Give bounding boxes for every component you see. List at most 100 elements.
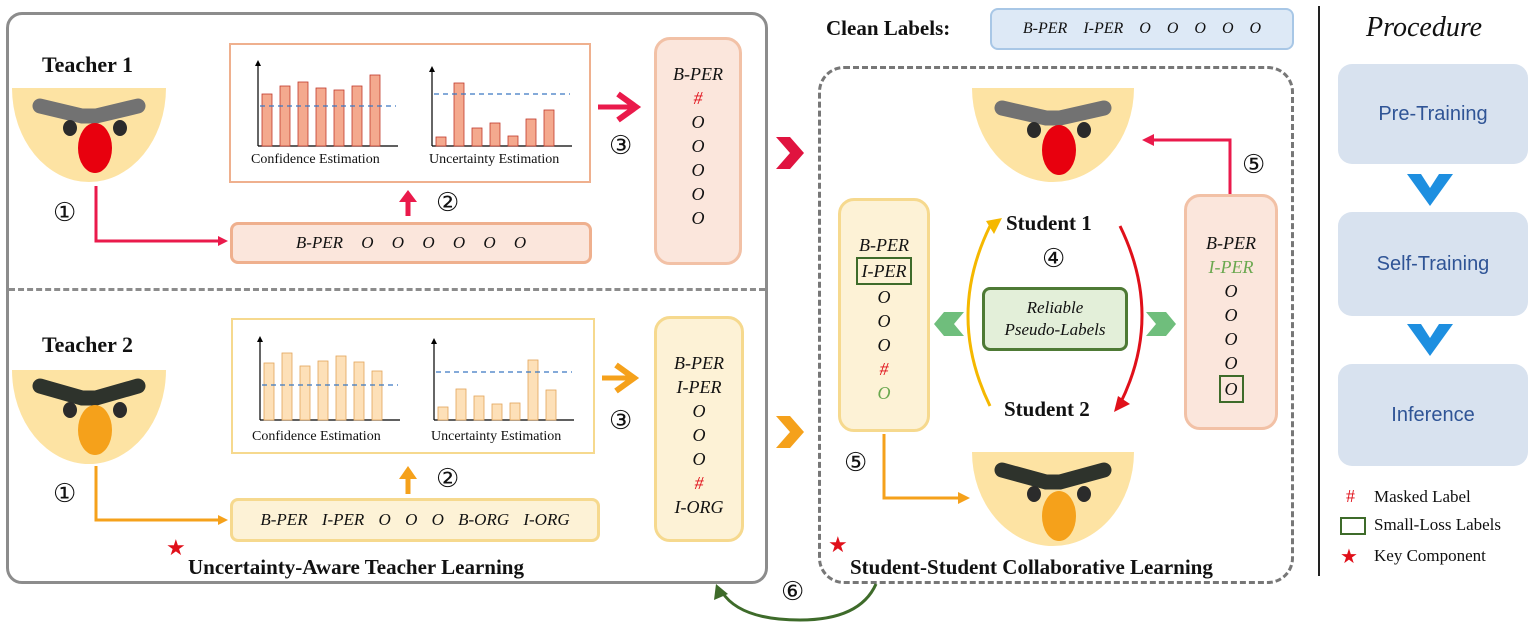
teacher1-confidence-caption: Confidence Estimation [251, 152, 380, 167]
teacher2-input-sequence: B-PER I-PER O O O B-ORG I-ORG [230, 498, 600, 542]
label-item: B-PER [673, 64, 723, 84]
label-item: I-PER [1208, 257, 1254, 277]
student2-label: Student 2 [1004, 397, 1090, 421]
masked-label-item: # [693, 88, 703, 108]
small-loss-legend-icon [1340, 517, 1366, 535]
student-learning-panel [818, 66, 1294, 584]
key-component-star-icon: ★ [166, 536, 186, 561]
bar [473, 395, 485, 421]
reliable-pseudo-labels-box: Reliable Pseudo-Labels [982, 287, 1128, 351]
bar [435, 136, 447, 147]
label-item: I-PER [676, 377, 722, 397]
reliable-line2: Pseudo-Labels [1004, 320, 1106, 339]
label-item: O [692, 425, 706, 445]
label-item: O [1224, 281, 1238, 301]
student1-label: Student 1 [1006, 211, 1092, 235]
step-4-marker: ④ [1042, 244, 1066, 274]
step-1-marker: ① [53, 479, 77, 509]
label-item: I-ORG [674, 497, 724, 517]
label-item: O [691, 184, 705, 204]
bar [489, 122, 501, 147]
masked-label-legend-icon: # [1346, 486, 1355, 506]
teacher2-confidence-chart [257, 336, 400, 421]
step-6-marker: ⑥ [779, 577, 807, 607]
label-item: O [877, 335, 891, 355]
label-item: B-PER [859, 235, 909, 255]
procedure-heading: Procedure [1366, 12, 1483, 43]
step-1-marker: ① [53, 198, 77, 228]
bar [335, 355, 347, 421]
student-right-labels: B-PER I-PER O O O O O [1184, 194, 1278, 430]
bar [317, 360, 329, 421]
teacher1-label: Teacher 1 [42, 52, 134, 77]
bar [369, 74, 381, 147]
clean-labels-sequence: B-PER I-PER O O O O O [990, 8, 1294, 50]
label-item: O [1224, 305, 1238, 325]
key-component-star-icon: ★ [828, 533, 848, 558]
label-item: O [1224, 329, 1238, 349]
student2-face-icon [972, 452, 1134, 546]
chevron-right-icon [776, 137, 804, 169]
label-item: O [1224, 353, 1238, 373]
bar [261, 93, 273, 147]
bar [299, 365, 311, 421]
step-2-marker: ② [436, 188, 460, 218]
bar [315, 87, 327, 147]
step-5-marker: ⑤ [1242, 150, 1266, 180]
small-loss-label-item: O [1218, 375, 1244, 403]
legend-key-component: Key Component [1374, 546, 1486, 565]
bar [507, 135, 519, 147]
teacher2-arrows [94, 362, 640, 525]
stage-self-training: Self-Training [1338, 212, 1528, 316]
bar [351, 85, 363, 147]
teacher1-arrows [94, 91, 642, 246]
legend-small-loss-labels: Small-Loss Labels [1374, 515, 1502, 534]
label-item: O [877, 311, 891, 331]
bar [281, 352, 293, 421]
teacher1-uncertainty-chart [429, 66, 572, 147]
key-component-legend-icon: ★ [1340, 544, 1358, 568]
bar [371, 370, 383, 421]
bar [297, 81, 309, 147]
bar [333, 89, 345, 147]
bar [453, 82, 465, 147]
teacher1-face-icon [12, 88, 166, 182]
teacher2-uncertainty-chart [431, 338, 574, 421]
bar [509, 402, 521, 421]
teacher2-confidence-caption: Confidence Estimation [252, 429, 381, 444]
bar [543, 109, 555, 147]
label-item: O [877, 287, 891, 307]
masked-label-item: # [879, 359, 889, 379]
bar [437, 406, 449, 421]
bar [353, 361, 365, 421]
student-left-labels: B-PER I-PER O O O # O [838, 198, 930, 432]
masked-label-item: # [694, 473, 704, 493]
bar [527, 359, 539, 421]
label-item: O [691, 136, 705, 156]
bar [471, 127, 483, 147]
teacher1-input-sequence: B-PER O O O O O O [230, 222, 592, 264]
label-item: O [691, 112, 705, 132]
teacher1-output-labels: B-PER # O O O O O [654, 37, 742, 265]
step-2-marker: ② [436, 464, 460, 494]
bar [455, 388, 467, 421]
bar [545, 389, 557, 421]
label-item: O [877, 383, 891, 403]
chevron-down-icon [1407, 324, 1453, 356]
student1-face-icon [972, 88, 1134, 182]
bar [279, 85, 291, 147]
student-section-title: Student-Student Collaborative Learning [850, 555, 1213, 579]
bar [263, 362, 275, 421]
reliable-line1: Reliable [1026, 298, 1084, 317]
step6-loop-arrow [714, 583, 878, 622]
label-item: B-PER [1206, 233, 1256, 253]
teacher-divider [9, 288, 765, 291]
chevron-right-icon [776, 416, 804, 448]
label-item: O [692, 449, 706, 469]
clean-labels-heading: Clean Labels: [826, 16, 951, 40]
teacher2-uncertainty-caption: Uncertainty Estimation [431, 429, 562, 444]
teacher1-uncertainty-caption: Uncertainty Estimation [429, 152, 560, 167]
student-arrows [882, 134, 1232, 504]
step-5-marker: ⑤ [844, 448, 868, 478]
procedure-divider [1318, 6, 1320, 576]
